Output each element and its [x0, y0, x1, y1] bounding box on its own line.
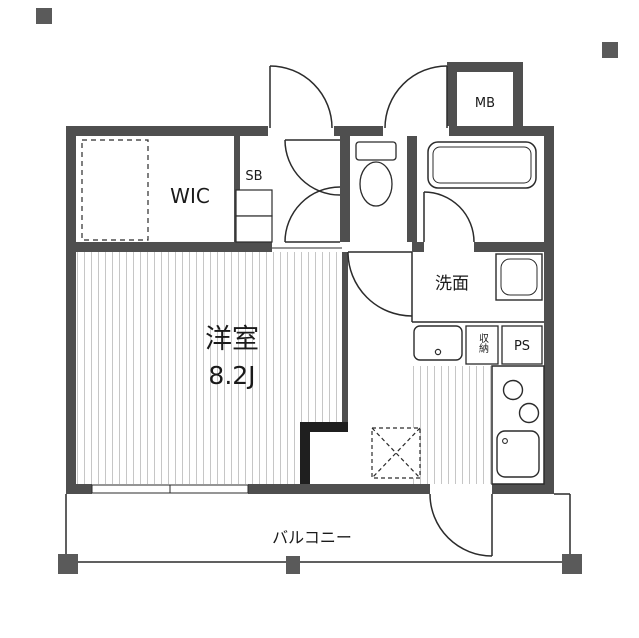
shoe-box-lower	[235, 215, 273, 243]
shoe-box: SB	[235, 169, 273, 243]
vanity-faucet-dot	[434, 348, 442, 356]
hall-door-arc-upper	[284, 139, 341, 196]
bathtub-inner	[432, 146, 532, 184]
column-marker-top-right	[602, 42, 618, 58]
toilet-bowl	[359, 161, 393, 207]
kitchen-partition-wall	[300, 422, 348, 484]
wall-mid-horizontal-right1	[412, 242, 424, 252]
washroom: 洗面 収納 PS	[413, 253, 543, 365]
toilet-tank	[355, 141, 397, 161]
partition-wall-vertical	[300, 422, 310, 484]
interior-lines	[272, 247, 544, 323]
floors	[76, 252, 492, 484]
entrance-door-arc-right	[384, 65, 448, 129]
fridge-space	[371, 427, 421, 479]
balcony-label: バルコニー	[272, 528, 352, 547]
hall-door-arc-lower	[284, 186, 341, 243]
mb-wall-left	[447, 62, 457, 126]
main-room-floor	[76, 252, 342, 484]
wall-wic-right	[234, 136, 240, 242]
toilet	[355, 141, 397, 207]
wall-top-right	[449, 126, 554, 136]
entrance-doors	[269, 65, 448, 129]
kitchen-corridor-floor	[412, 366, 492, 484]
washer-pan	[495, 253, 543, 301]
fridge-cross-line-1	[371, 427, 421, 479]
wall-bottom-right	[492, 484, 554, 494]
wall-top-middle	[334, 126, 383, 136]
wall-main-room-right	[342, 252, 348, 424]
fridge-cross-line-2	[371, 427, 421, 479]
hallway-doors	[284, 139, 341, 243]
mb-label: MB	[475, 96, 495, 111]
entrance-door-arc-left	[269, 65, 333, 129]
balcony: バルコニー	[58, 493, 582, 574]
wic-label: WIC	[170, 184, 210, 208]
balcony-outline	[65, 494, 571, 563]
kitchen-sink	[496, 430, 540, 478]
bathroom	[423, 141, 537, 243]
sb-label: SB	[245, 169, 262, 184]
kitchen	[491, 365, 545, 485]
stove-burner-2	[518, 402, 540, 424]
corridor-door	[347, 251, 413, 317]
column-marker-top-left	[36, 8, 52, 24]
wall-toilet-left	[340, 136, 350, 242]
main-room: 洋室 8.2J	[205, 324, 259, 390]
kitchen-counter	[491, 365, 545, 485]
main-room-label: 洋室	[205, 324, 259, 355]
corridor-door-arc	[347, 251, 413, 317]
wall-toilet-right	[407, 136, 417, 242]
balcony-post-right	[562, 554, 582, 574]
storage-box	[465, 325, 499, 365]
wall-bottom-left	[66, 484, 92, 494]
bath-door-arc	[423, 191, 475, 243]
main-room-size-label: 8.2J	[208, 361, 255, 390]
wall-bottom-middle	[248, 484, 430, 494]
wic-closet-dashed	[81, 139, 149, 241]
wall-top-left	[66, 126, 268, 136]
wall-left	[66, 126, 76, 494]
balcony-door-arc	[429, 493, 493, 557]
shoe-box-upper	[235, 189, 273, 217]
room-window	[91, 484, 249, 494]
vanity-sink	[413, 325, 463, 361]
kitchen-faucet-dot	[502, 438, 508, 444]
column-markers	[36, 8, 618, 58]
ps-box	[501, 325, 543, 365]
ps-label: PS	[514, 339, 530, 354]
storage-label: 収納	[477, 333, 489, 354]
wall-right	[544, 126, 554, 494]
washer-pan-inner	[500, 258, 538, 296]
partition-wall-horizontal	[300, 422, 348, 432]
wic-room: WIC	[81, 139, 210, 241]
balcony-post-middle	[286, 556, 300, 574]
stove-burner-1	[502, 379, 524, 401]
wall-mid-horizontal-left	[66, 242, 272, 252]
mb-wall-right	[513, 62, 523, 126]
wall-mid-horizontal-right2	[474, 242, 554, 252]
mb-wall-top	[447, 62, 523, 72]
balcony-post-left	[58, 554, 78, 574]
walls	[66, 62, 554, 494]
bathtub	[427, 141, 537, 189]
washroom-label: 洗面	[435, 274, 469, 294]
